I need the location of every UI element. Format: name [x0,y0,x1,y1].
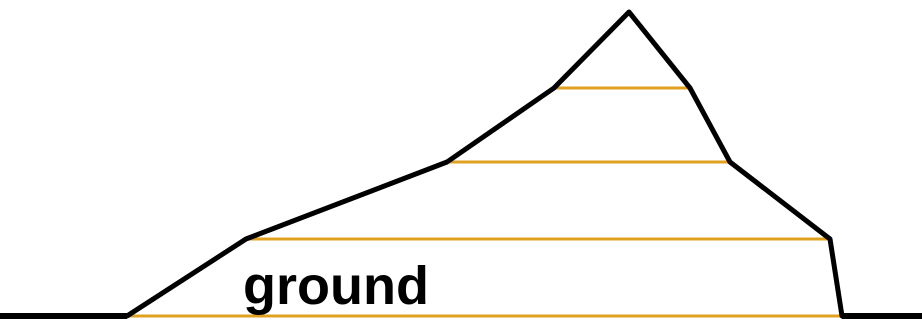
mountain-outline [124,9,845,319]
contour-lines [126,86,842,318]
ground-label: ground [243,256,429,316]
